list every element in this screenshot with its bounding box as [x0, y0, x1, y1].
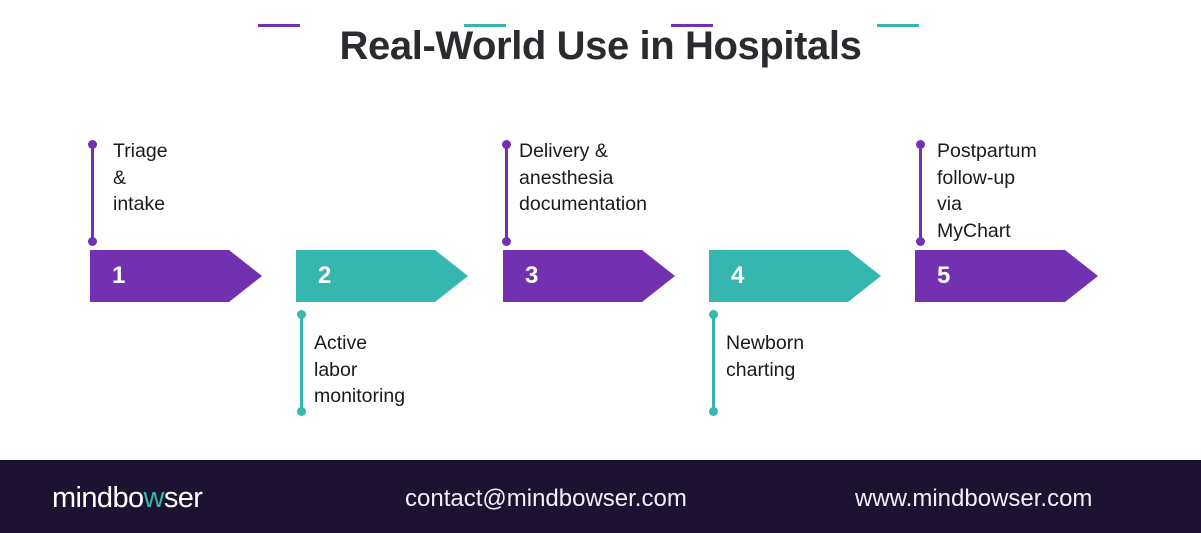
mindbowser-logo: mindbowser	[52, 482, 203, 515]
footer-email[interactable]: contact@mindbowser.com	[405, 485, 687, 512]
callout-dot-top	[297, 310, 306, 319]
callout-dot-bottom	[916, 237, 925, 246]
connector-4-5	[877, 24, 919, 27]
chevron-number: 1	[112, 262, 126, 289]
callout-stem	[91, 142, 94, 242]
callout-dot-bottom	[709, 407, 718, 416]
chevron-step-3[interactable]: 3	[503, 250, 675, 302]
connector-2-3	[464, 24, 506, 27]
footer-website[interactable]: www.mindbowser.com	[855, 485, 1093, 512]
callout-stem	[505, 142, 508, 242]
chevron-number: 3	[525, 262, 539, 289]
callout-dot-top	[709, 310, 718, 319]
chevron-step-2[interactable]: 2	[296, 250, 468, 302]
callout-dot-top	[502, 140, 511, 149]
footer-bar: mindbowser contact@mindbowser.com www.mi…	[0, 460, 1201, 533]
callout-dot-bottom	[88, 237, 97, 246]
logo-text-pre: mindbo	[52, 482, 144, 514]
chevron-step-4[interactable]: 4	[709, 250, 881, 302]
chevron-number: 2	[318, 262, 332, 289]
chevron-row: 1 2 3 4 5	[0, 250, 1201, 302]
chevron-number: 4	[731, 262, 745, 289]
chevron-step-5[interactable]: 5	[915, 250, 1098, 302]
logo-accent-w: w	[143, 482, 165, 514]
callout-stem	[712, 312, 715, 412]
timeline-stage: 1 2 3 4 5 Triage & intake	[0, 24, 1201, 416]
chevron-number: 5	[937, 262, 951, 289]
callout-stem	[919, 142, 922, 242]
callout-dot-top	[88, 140, 97, 149]
callout-label: Triage & intake	[113, 140, 168, 215]
callout-stem	[300, 312, 303, 412]
chevron-step-1[interactable]: 1	[90, 250, 262, 302]
page-title: Real-World Use in Hospitals	[339, 24, 862, 68]
connector-1-2	[258, 24, 300, 27]
callout-label: Newborn charting	[726, 332, 805, 381]
callout-label: Postpartum follow-up via MyChart	[937, 140, 1037, 242]
callout-dot-bottom	[297, 407, 306, 416]
callout-dot-top	[916, 140, 925, 149]
callout-dot-bottom	[502, 237, 511, 246]
logo-text-post: ser	[163, 482, 203, 514]
callout-label: Delivery & anesthesia documentation	[519, 140, 647, 215]
connector-3-4	[671, 24, 713, 27]
callout-label: Active labor monitoring	[314, 332, 406, 407]
